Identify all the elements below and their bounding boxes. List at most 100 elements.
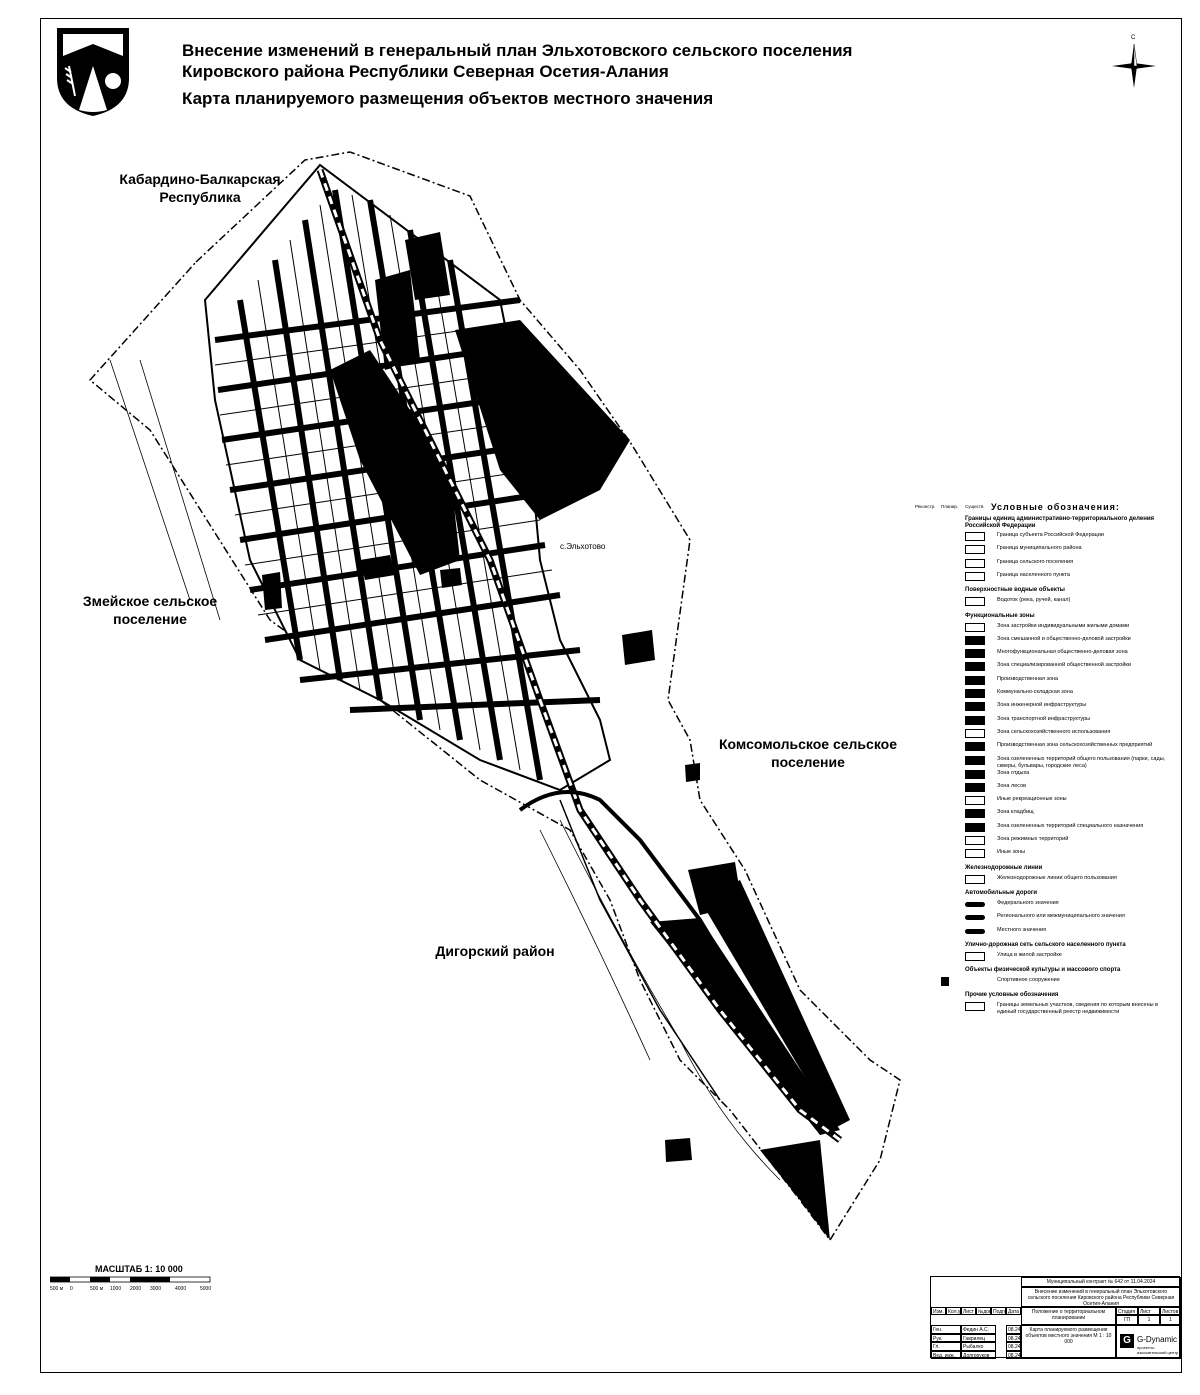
legend-group-header: Поверхностные водные объекты bbox=[965, 587, 1065, 594]
legend-item: Зона озелененных территорий общего польз… bbox=[915, 755, 1180, 769]
stamp-company: G G-Dynamic проектно-изыскательский цент… bbox=[1116, 1325, 1181, 1359]
legend-label: Зона инженерной инфраструктуры bbox=[997, 702, 1087, 709]
legend-symbol bbox=[965, 901, 985, 907]
legend-label: Железнодорожные линии общего пользования bbox=[997, 874, 1117, 881]
legend-group-header: Улично-дорожная сеть сельского населенно… bbox=[965, 941, 1126, 948]
stamp-row-header: Лист bbox=[961, 1307, 976, 1315]
map-title: Карта планируемого размещения объектов м… bbox=[182, 89, 714, 108]
legend-label: Зона отдыха bbox=[997, 769, 1030, 776]
scale-tick-label: 1000 bbox=[110, 1286, 122, 1292]
legend-symbol bbox=[965, 622, 985, 632]
stamp-part: Положение о территориальном планировании bbox=[1021, 1307, 1116, 1325]
legend-label: Производственная зона сельскохозяйственн… bbox=[997, 742, 1153, 749]
legend-label: Граница населенного пункта bbox=[997, 571, 1070, 578]
stamp-row-header: Кол.уч. bbox=[946, 1307, 961, 1315]
stamp-row-header: №док bbox=[976, 1307, 991, 1315]
legend-item: Зона застройки индивидуальными жилыми до… bbox=[915, 622, 1180, 636]
legend-symbol bbox=[965, 915, 985, 921]
legend-col-exist: Существ. bbox=[965, 504, 985, 509]
legend-label: Зона смешанной и общественно-деловой зас… bbox=[997, 635, 1131, 642]
scale-tick-label: 500 м bbox=[90, 1286, 104, 1292]
scale-label: МАСШТАБ 1: 10 000 bbox=[95, 1264, 183, 1274]
north-arrow-icon bbox=[1112, 43, 1156, 88]
legend-item: Местного значения bbox=[915, 927, 1180, 940]
legend-symbol bbox=[965, 769, 985, 779]
legend-symbol bbox=[941, 977, 949, 987]
legend-col-plan: Планир. bbox=[941, 504, 959, 509]
title-block-stamp: Муниципальный контракт № 642 от 11.04.20… bbox=[930, 1276, 1181, 1359]
legend-item: Иные зоны bbox=[915, 849, 1180, 862]
legend-symbol bbox=[965, 782, 985, 792]
legend-symbol bbox=[965, 951, 985, 961]
stamp-row-header: Изм. bbox=[931, 1307, 946, 1315]
territory-map bbox=[88, 151, 901, 1242]
legend-item: Границы земельных участков, сведения по … bbox=[915, 1002, 1180, 1015]
legend-label: Граница субъекта Российской Федерации bbox=[997, 532, 1104, 538]
stamp-date: 08.24 bbox=[1006, 1333, 1021, 1342]
legend-label: Зона озелененных территорий специального… bbox=[997, 822, 1144, 829]
legend-label: Местного значения bbox=[997, 926, 1047, 933]
legend-symbol bbox=[965, 715, 985, 725]
legend-symbol bbox=[965, 1002, 985, 1012]
legend-title: Условные обозначения: bbox=[991, 502, 1120, 512]
stamp-sheets: 1 bbox=[1160, 1315, 1181, 1325]
stamp-project: Внесение изменений в генеральный план Эл… bbox=[1021, 1287, 1181, 1307]
legend-symbol bbox=[965, 742, 985, 752]
legend-label: Граница сельского поселения bbox=[997, 558, 1074, 565]
legend-item: Зона озелененных территорий специального… bbox=[915, 822, 1180, 836]
stamp-stage-hdr: Стадия bbox=[1116, 1307, 1138, 1315]
legend-symbol bbox=[965, 545, 985, 555]
legend-item: Многофункциональная общественно-деловая … bbox=[915, 649, 1180, 662]
region-label-digorsky: Дигорский район bbox=[435, 943, 555, 959]
legend-item: Зона сельскохозяйственного использования bbox=[915, 728, 1180, 742]
region-label-zmeyskoe: Змейское сельское поселение bbox=[82, 593, 218, 627]
scale-tick-label: 5000 bbox=[200, 1286, 212, 1292]
legend-label: Зона озелененных территорий общего польз… bbox=[997, 755, 1166, 769]
legend-item: Граница муниципального района bbox=[915, 545, 1180, 558]
stamp-role: Рук. отдела bbox=[931, 1333, 961, 1342]
legend-item: Зона лесов bbox=[915, 782, 1180, 796]
company-name: G-Dynamic bbox=[1137, 1335, 1178, 1344]
stamp-sheets-hdr: Листов bbox=[1160, 1307, 1181, 1315]
legend-label: Федерального значения bbox=[997, 899, 1059, 906]
scale-tick-label: 4000 bbox=[175, 1286, 187, 1292]
stamp-role: Вед. инж. bbox=[931, 1350, 961, 1359]
map-frame bbox=[40, 18, 1182, 1373]
legend-item: Зона инженерной инфраструктуры bbox=[915, 702, 1180, 715]
federal-road bbox=[518, 790, 822, 1122]
scale-bar bbox=[50, 1276, 211, 1283]
company-logo-icon: G bbox=[1120, 1334, 1134, 1348]
scale-tick-label: 500 м bbox=[50, 1286, 64, 1292]
legend-item: Водоток (река, ручей, канал) bbox=[915, 597, 1180, 610]
legend-item: Федерального значения bbox=[915, 900, 1180, 913]
legend-col-reconstr: Реконстр. bbox=[915, 504, 936, 509]
coat-of-arms-emblem bbox=[57, 28, 129, 116]
legend-label: Зона лесов bbox=[997, 782, 1027, 789]
legend-label: Зона специализированной общественной зас… bbox=[997, 662, 1131, 669]
legend-item: Зона отдыха bbox=[915, 769, 1180, 783]
legend-item: Граница сельского поселения bbox=[915, 558, 1180, 572]
legend-item: Коммунально-складская зона bbox=[915, 689, 1180, 702]
stamp-role: Ген. директор bbox=[931, 1325, 961, 1334]
stamp-person-name: Долгоруков А.В. bbox=[961, 1350, 996, 1359]
legend-label: Граница муниципального района bbox=[997, 545, 1082, 552]
legend-label: Зона режимных территорий bbox=[997, 836, 1069, 842]
settlement-boundary bbox=[88, 151, 901, 1242]
legend-group-header: Функциональные зоны bbox=[965, 612, 1035, 619]
legend-item: Зона режимных территорий bbox=[915, 836, 1180, 849]
legend-label: Зона сельскохозяйственного использования bbox=[997, 728, 1111, 735]
stamp-date: 08.24 bbox=[1006, 1350, 1021, 1359]
legend-group-header: Границы единиц административно-территори… bbox=[965, 516, 1155, 529]
legend-label: Производственная зона bbox=[997, 675, 1059, 682]
legend-symbol bbox=[965, 558, 985, 568]
stamp-row-header: Дата bbox=[1006, 1307, 1021, 1315]
legend-label: Границы земельных участков, сведения по … bbox=[997, 1002, 1159, 1016]
compass-north-label: С bbox=[1131, 35, 1136, 41]
region-label-kbr: Кабардино-Балкарская Республика bbox=[119, 171, 281, 205]
scale-tick-label: 2000 bbox=[130, 1286, 142, 1292]
legend-label: Иные зоны bbox=[997, 849, 1026, 856]
legend-symbol bbox=[965, 928, 985, 934]
scale-tick-label: 3000 bbox=[150, 1286, 162, 1292]
legend-item: Иные рекреационные зоны bbox=[915, 796, 1180, 809]
legend-symbol bbox=[965, 849, 985, 859]
